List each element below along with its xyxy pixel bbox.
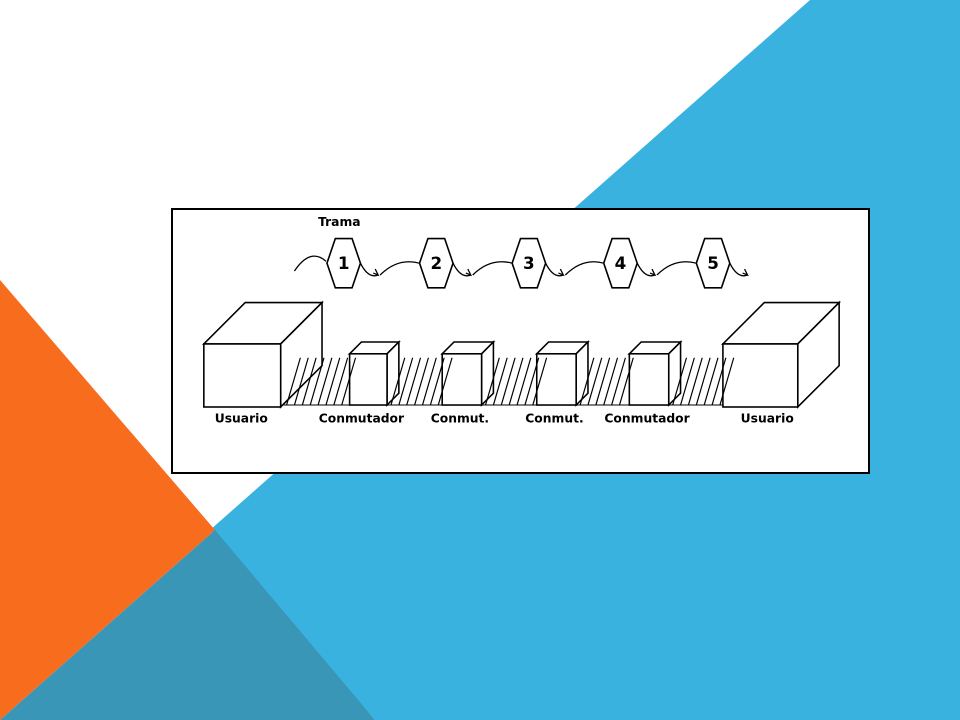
frame-hexagon: 3 — [511, 237, 547, 289]
arrow-line — [636, 262, 656, 277]
frame-number: 1 — [338, 253, 350, 273]
frame-label: Trama — [318, 215, 361, 229]
frame-number: 4 — [615, 253, 627, 273]
frame-hexagon: 4 — [602, 237, 639, 289]
arrow-head — [465, 268, 473, 277]
link-hatch — [387, 357, 453, 406]
network-diagram: Trama 1 2 3 4 5 Usuario Conmutador Conmut. Conm… — [201, 215, 842, 426]
node-label: Conmutador — [604, 412, 690, 426]
node-label: Usuario — [741, 412, 794, 426]
arrow-line — [452, 262, 471, 277]
user-node-right — [721, 300, 842, 409]
frame-number: 2 — [430, 253, 442, 273]
arrow-line — [472, 261, 513, 276]
arrow-head — [649, 268, 657, 277]
arrow-line — [293, 255, 327, 272]
link-hatch — [576, 357, 634, 406]
network-diagram-figure: Trama 1 2 3 4 5 Usuario Conmutador Conmut. Conm… — [171, 208, 870, 474]
frame-hexagon: 1 — [326, 237, 362, 289]
frame-hexagon: 2 — [418, 237, 454, 289]
arrow-head — [558, 268, 565, 277]
arrow-head — [373, 268, 380, 277]
frame-number: 3 — [523, 253, 535, 273]
frame-hexagon: 5 — [695, 237, 731, 289]
steel-overlap-triangle — [0, 530, 375, 720]
arrow-line — [564, 261, 604, 276]
link-hatch — [282, 357, 357, 406]
frame-arrows — [293, 255, 749, 277]
node-label: Conmut. — [525, 412, 583, 426]
arrow-line — [729, 262, 748, 277]
node-label: Usuario — [215, 412, 268, 426]
arrow-line — [359, 262, 379, 277]
user-node-left — [201, 300, 324, 409]
link-hatch — [481, 357, 548, 406]
frame-number: 5 — [707, 253, 719, 273]
node-label: Conmut. — [431, 412, 489, 426]
arrow-line — [545, 262, 564, 277]
link-hatch — [668, 357, 735, 406]
switch-node-1 — [347, 340, 401, 407]
node-label: Conmutador — [319, 412, 405, 426]
switch-node-2 — [440, 340, 496, 407]
arrow-line — [656, 261, 697, 276]
arrow-line — [379, 261, 420, 276]
arrow-head — [742, 268, 749, 277]
switch-node-4 — [627, 340, 683, 407]
switch-node-3 — [534, 340, 590, 407]
orange-triangle — [0, 280, 215, 720]
